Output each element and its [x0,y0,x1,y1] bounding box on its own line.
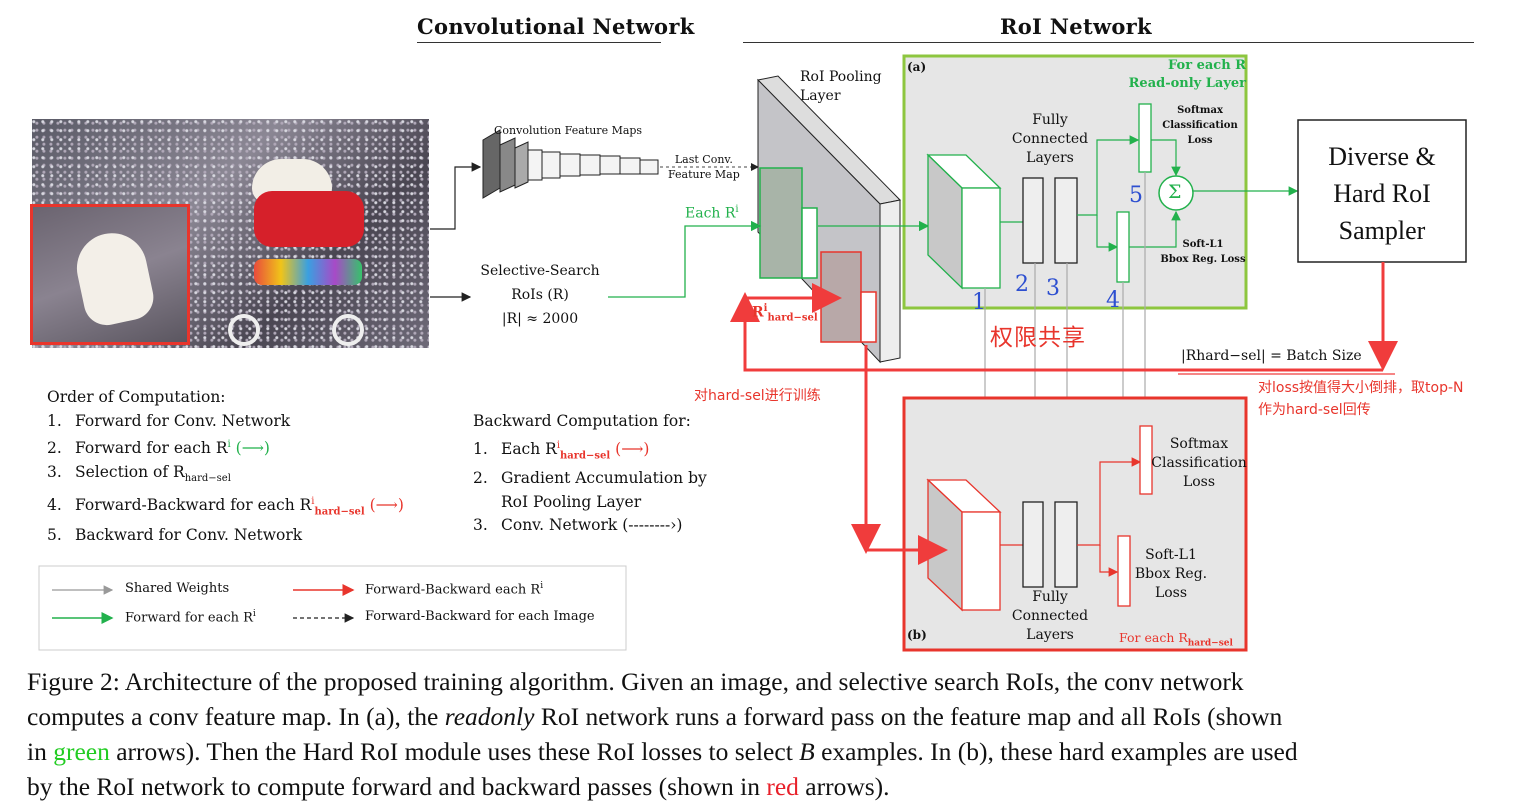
stroller-seat [254,259,362,285]
panel-b-bbox-bar [1117,535,1131,607]
batch-size-label: |Rhard−sel| = Batch Size [1181,348,1362,364]
figure-caption: Figure 2: Architecture of the proposed t… [27,667,1298,801]
architecture-diagram [38,54,1467,652]
stroller-wheel-right [332,314,364,346]
legend-box [38,565,627,651]
legend-fb-each: Forward-Backward each Ri [365,581,544,598]
dog-coat [254,191,364,247]
step-number-2: 2 [1015,272,1029,297]
selective-search-label: Selective-Search RoIs (R) |R| ≈ 2000 [480,263,600,327]
roi-network-header: RoI Network [1000,14,1152,39]
panel-b-block-front [961,511,1001,611]
sum-node [1158,175,1194,211]
stroller-wheel-left [228,314,260,346]
input-image [32,119,429,348]
roi-green-face [801,207,818,279]
step-number-1: 1 [972,290,986,315]
sum-symbol: Σ [1168,181,1182,203]
annotation-arrows [730,262,1398,565]
image-to-conv-arrow [430,162,482,230]
cat-roi-box [30,204,190,345]
step-number-4: 4 [1106,288,1120,313]
panel-a-fc2 [1054,177,1078,264]
conv-header-rule [417,42,661,43]
panel-b-tag: (b) [907,628,927,642]
panel-b-fc1 [1022,501,1044,588]
train-hard-sel-cn: 对hard-sel进行训练 [694,388,821,404]
legend-fb-image: Forward-Backward for each Image [365,609,595,624]
panel-a-fc1 [1022,177,1044,264]
roi-header-rule [743,42,1474,43]
backward-computation: Backward Computation for: 1.Each Rihard−… [473,412,707,535]
shared-weights-cn: 权限共享 [990,325,1086,351]
roi-green-block [759,167,803,279]
each-r-label: Each Ri [685,204,739,222]
r-hard-sel-label: Rihard−sel [752,303,818,324]
panel-a-tag: (a) [907,60,927,74]
panel-b-header: For each Rhard−sel [1119,630,1233,649]
panel-a-block-front [961,187,1001,289]
roi-red-face [860,291,877,343]
legend-forward-each: Forward for each Ri [125,609,256,626]
panel-a-softmax-bar [1138,103,1152,173]
order-of-computation: Order of Computation: 1.Forward for Conv… [47,388,404,544]
step-number-3: 3 [1046,276,1060,301]
panel-a-bbox-bar [1116,211,1130,283]
legend-shared-weights: Shared Weights [125,581,230,596]
conv-maps-label: Convolution Feature Maps [494,124,643,137]
conv-feature-maps [482,129,659,199]
step-number-5: 5 [1129,183,1143,208]
last-conv-label: Last Conv.Feature Map [668,153,740,181]
panel-b-softmax-bar [1139,425,1153,495]
conv-network-header: Convolutional Network [417,14,695,39]
sampler-box [1297,119,1467,263]
rois-to-pooling-arrow [608,220,762,298]
panel-b-fc2 [1054,501,1078,588]
